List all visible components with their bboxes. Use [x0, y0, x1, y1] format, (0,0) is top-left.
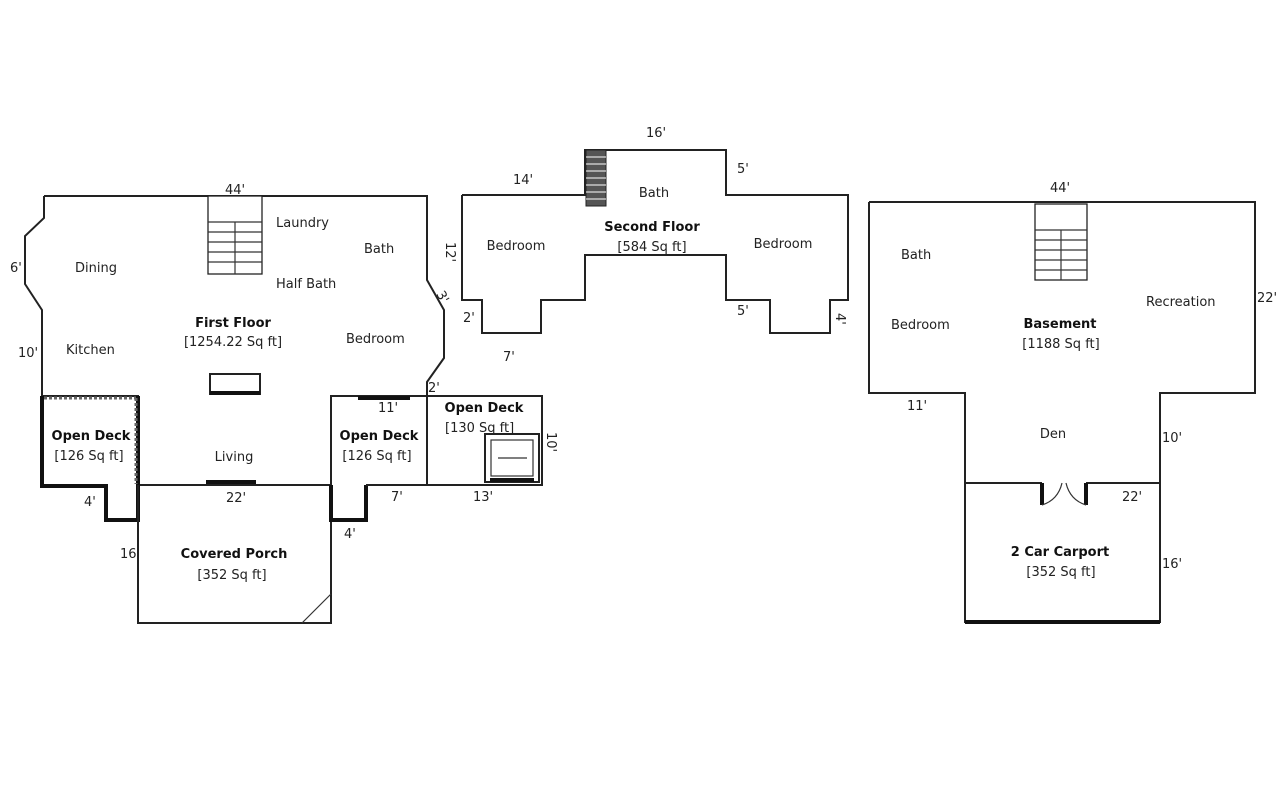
dim-first-bottom: 22' [226, 491, 246, 506]
carport-title: 2 Car Carport [1011, 545, 1109, 560]
dim-basement-right: 22' [1257, 291, 1277, 306]
second-floor-outline [461, 149, 849, 334]
dim-second-right-bump: 5' [737, 304, 749, 319]
dim-deck-right-bottom: 13' [473, 490, 493, 505]
basement-title: Basement [1023, 317, 1096, 332]
basement-room-bath: Bath [901, 248, 931, 263]
basement-room-den: Den [1040, 427, 1066, 442]
dim-basement-top: 44' [1050, 181, 1070, 196]
covered-porch-title: Covered Porch [181, 547, 288, 562]
second-floor-stairs [585, 149, 607, 207]
second-room-bedroom-left: Bedroom [487, 239, 546, 254]
room-dining: Dining [75, 261, 117, 276]
open-deck-left-area: [126 Sq ft] [54, 449, 123, 464]
basement-plan [868, 201, 1256, 624]
room-living: Living [215, 450, 254, 465]
basement-room-recreation: Recreation [1146, 295, 1216, 310]
open-deck-middle-area: [126 Sq ft] [342, 449, 411, 464]
basement-stairs [1034, 203, 1088, 281]
open-deck-middle-right [331, 395, 543, 486]
dim-second-left-top: 14' [513, 173, 533, 188]
dim-deck-mid-bottom: 7' [391, 490, 403, 505]
covered-porch-area: [352 Sq ft] [197, 568, 266, 583]
dim-second-bottom-left: 7' [503, 350, 515, 365]
dim-carport-right: 16' [1162, 557, 1182, 572]
dim-second-right-side: 4' [832, 313, 847, 325]
hot-tub [484, 433, 540, 483]
first-floor-area: [1254.22 Sq ft] [184, 335, 282, 350]
dim-second-top: 16' [646, 126, 666, 141]
dim-carport-top: 22' [1122, 490, 1142, 505]
first-floor-plan [24, 195, 543, 624]
dim-deck-right-side: 10' [543, 432, 558, 452]
dim-first-right-angle: 3' [433, 289, 452, 307]
dim-basement-den-right: 10' [1162, 431, 1182, 446]
open-deck-middle-title: Open Deck [340, 429, 419, 444]
open-deck-left-title: Open Deck [52, 429, 131, 444]
dim-second-left-side: 12' [442, 242, 457, 262]
open-deck-right-title: Open Deck [445, 401, 524, 416]
dim-porch-left: 16 [120, 547, 137, 562]
dim-deck-mid-top: 11' [378, 401, 398, 416]
room-laundry: Laundry [276, 216, 329, 231]
second-floor-area: [584 Sq ft] [617, 240, 686, 255]
dim-first-left-lower: 10' [18, 346, 38, 361]
dim-first-left-upper: 6' [10, 261, 22, 276]
carport-area: [352 Sq ft] [1026, 565, 1095, 580]
dim-deck-left: 4' [84, 495, 96, 510]
dim-second-left-bump: 2' [463, 311, 475, 326]
covered-porch [137, 485, 332, 624]
dim-first-right-small: 2' [428, 381, 440, 396]
basement-room-bedroom: Bedroom [891, 318, 950, 333]
open-deck-right-area: [130 Sq ft] [445, 421, 514, 436]
first-floor-stairs [207, 195, 263, 275]
first-floor-title: First Floor [195, 316, 271, 331]
second-room-bedroom-right: Bedroom [754, 237, 813, 252]
second-room-bath: Bath [639, 186, 669, 201]
room-half-bath: Half Bath [276, 277, 336, 292]
room-bedroom: Bedroom [346, 332, 405, 347]
second-floor-plan [461, 149, 849, 334]
carport-divider [965, 482, 1160, 506]
room-kitchen: Kitchen [66, 343, 115, 358]
dim-second-right-top: 5' [737, 162, 749, 177]
second-floor-title: Second Floor [604, 220, 700, 235]
dim-first-top: 44' [225, 183, 245, 198]
basement-area: [1188 Sq ft] [1022, 337, 1099, 352]
dim-porch-right: 4' [344, 527, 356, 542]
room-bath: Bath [364, 242, 394, 257]
dim-basement-left-step: 11' [907, 399, 927, 414]
